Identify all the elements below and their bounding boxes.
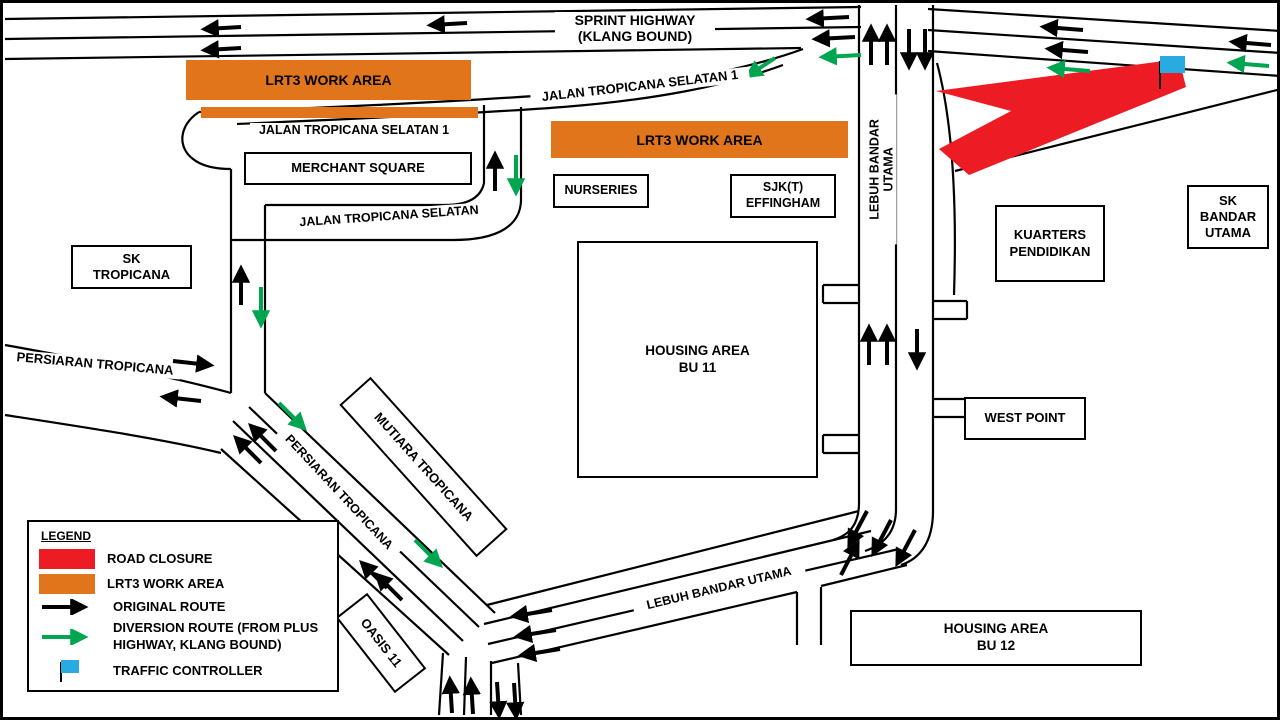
legend-item-work-area: LRT3 WORK AREA [39, 574, 329, 594]
place-housing-area-bu11: HOUSING AREA BU 11 [577, 241, 818, 478]
lrt3-work-area-2-label: LRT3 WORK AREA [636, 131, 763, 148]
lebuh-bandar-utama-road [821, 5, 969, 567]
lrt3-work-area-1-label: LRT3 WORK AREA [265, 72, 392, 88]
place-merchant-square: MERCHANT SQUARE [244, 152, 472, 185]
road-network-layer [4, 5, 1277, 717]
road-closure-shape [936, 59, 1186, 175]
legend-item-label: TRAFFIC CONTROLLER [113, 662, 263, 678]
legend-item-label: LRT3 WORK AREA [107, 575, 225, 591]
legend-item-road-closure: ROAD CLOSURE [39, 549, 329, 569]
lrt3-work-area-2: LRT3 WORK AREA [551, 121, 848, 158]
place-kuarters-pendidikan: KUARTERS PENDIDIKAN [995, 205, 1105, 282]
place-west-point: WEST POINT [964, 397, 1086, 440]
legend-item-traffic-controller: TRAFFIC CONTROLLER [39, 658, 329, 684]
place-nurseries: NURSERIES [553, 174, 649, 208]
legend-item-diversion-route: DIVERSION ROUTE (FROM PLUS HIGHWAY, KLAN… [39, 620, 329, 653]
place-sk-tropicana: SK TROPICANA [71, 245, 192, 289]
label-lebuh-bandar-utama-vertical: LEBUH BANDAR UTAMA [867, 94, 897, 245]
legend: LEGEND ROAD CLOSURE LRT3 WORK AREA ORIGI… [27, 520, 339, 692]
diversion-route-arrow-icon [42, 628, 89, 645]
road-closure-swatch [39, 549, 95, 569]
legend-item-label: ROAD CLOSURE [107, 550, 213, 566]
diversion-route-arrows [251, 47, 1270, 568]
traffic-controller-flag [1159, 56, 1185, 89]
place-sk-bandar-utama: SK BANDAR UTAMA [1187, 185, 1269, 249]
merchant-square-loop-roads [229, 105, 523, 393]
label-jalan-tropicana-selatan-1-lower: JALAN TROPICANA SELATAN 1 [250, 123, 458, 138]
legend-item-original-route: ORIGINAL ROUTE [39, 599, 329, 616]
label-sprint-highway: SPRINT HIGHWAY (KLANG BOUND) [555, 12, 715, 45]
original-route-arrow-icon [42, 599, 89, 616]
legend-item-label: ORIGINAL ROUTE [113, 599, 226, 614]
legend-item-label: DIVERSION ROUTE (FROM PLUS HIGHWAY, KLAN… [113, 620, 319, 652]
legend-title: LEGEND [41, 529, 92, 543]
place-sjkt-effingham: SJK(T) EFFINGHAM [730, 174, 836, 218]
place-housing-area-bu12: HOUSING AREA BU 12 [850, 610, 1142, 666]
lrt3-work-area-strip [201, 107, 478, 118]
original-route-arrows [159, 9, 1272, 717]
lrt3-work-area-1: LRT3 WORK AREA [186, 60, 471, 100]
work-area-swatch [39, 574, 95, 594]
traffic-controller-flag-icon [60, 659, 79, 682]
